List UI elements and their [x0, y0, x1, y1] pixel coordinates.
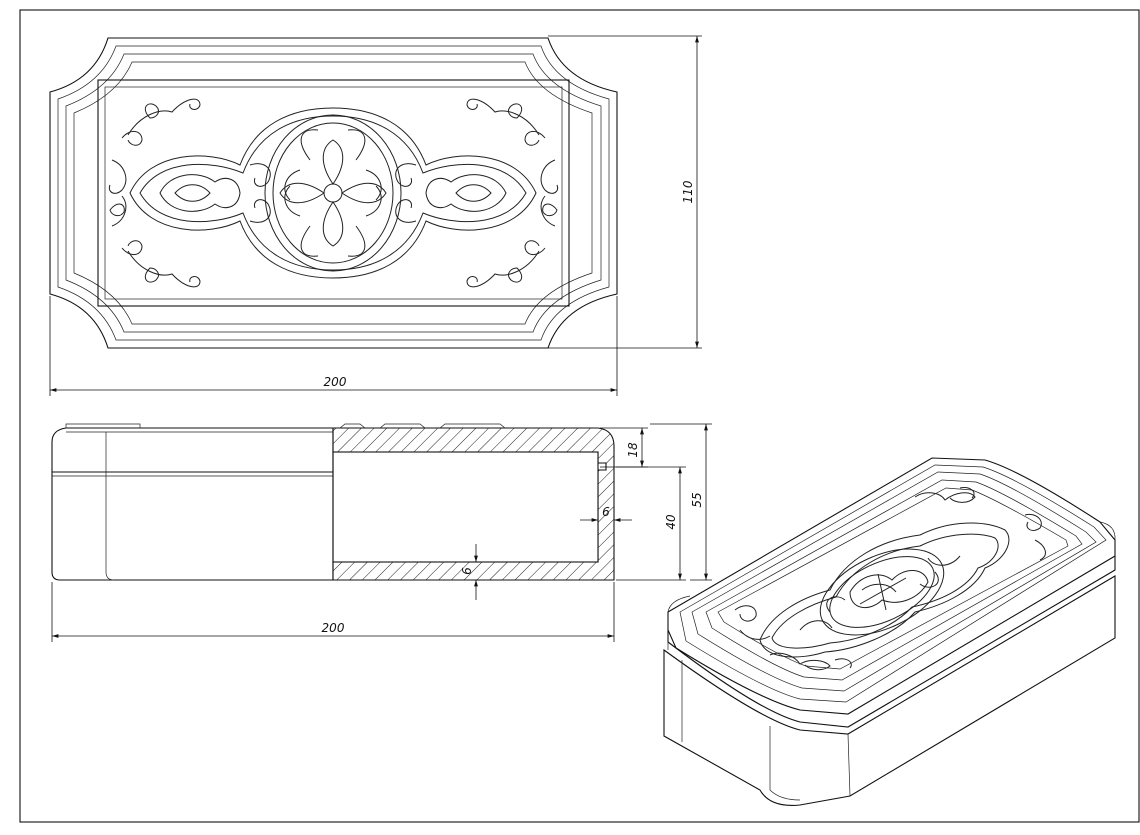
top-view-inner-panel-inset: [104, 86, 563, 300]
lid-height-label: 18: [626, 442, 640, 458]
bottom-thickness-dimension: 6: [460, 544, 478, 600]
bottom-thickness-label: 6: [460, 567, 474, 575]
inner-height-dimension: 40: [616, 466, 686, 581]
iso-lid-side: [667, 556, 1116, 728]
sheet-border: [19, 9, 1140, 823]
iso-corner-ornaments: [734, 487, 1046, 671]
section-width-dimension: 200: [51, 582, 615, 642]
top-view: 200 110: [49, 35, 702, 396]
section-width-label: 200: [322, 621, 345, 635]
section-hatch: [332, 427, 615, 581]
corner-ornament-top-left: [108, 98, 201, 217]
section-exterior-outline: [51, 427, 333, 581]
top-view-frame-step-3: [73, 61, 593, 325]
total-height-label: 55: [690, 492, 704, 507]
section-inner-cavity: [332, 451, 599, 563]
top-width-label: 200: [324, 375, 347, 389]
total-height-dimension: 55: [650, 423, 712, 581]
top-view-inner-panel: [97, 79, 570, 307]
wall-thickness-label: 6: [602, 505, 610, 519]
central-ornament: [129, 107, 537, 279]
top-view-frame-step-2: [65, 53, 602, 333]
top-width-dimension: 200: [49, 296, 618, 396]
corner-ornament-top-right: [466, 98, 559, 217]
iso-central-ornament: [759, 522, 1010, 658]
top-height-dimension: 110: [548, 35, 702, 349]
corner-ornament-bottom-right: [466, 195, 556, 288]
isometric-view: [663, 457, 1116, 806]
top-height-label: 110: [681, 180, 695, 203]
inner-height-label: 40: [664, 514, 678, 530]
corner-ornament-bottom-left: [111, 195, 201, 288]
top-view-outer-outline: [49, 37, 618, 349]
wall-thickness-dimension: 6: [580, 505, 632, 522]
top-view-frame-step-1: [57, 45, 610, 341]
section-view: 200 18 40 55 6: [51, 423, 712, 642]
